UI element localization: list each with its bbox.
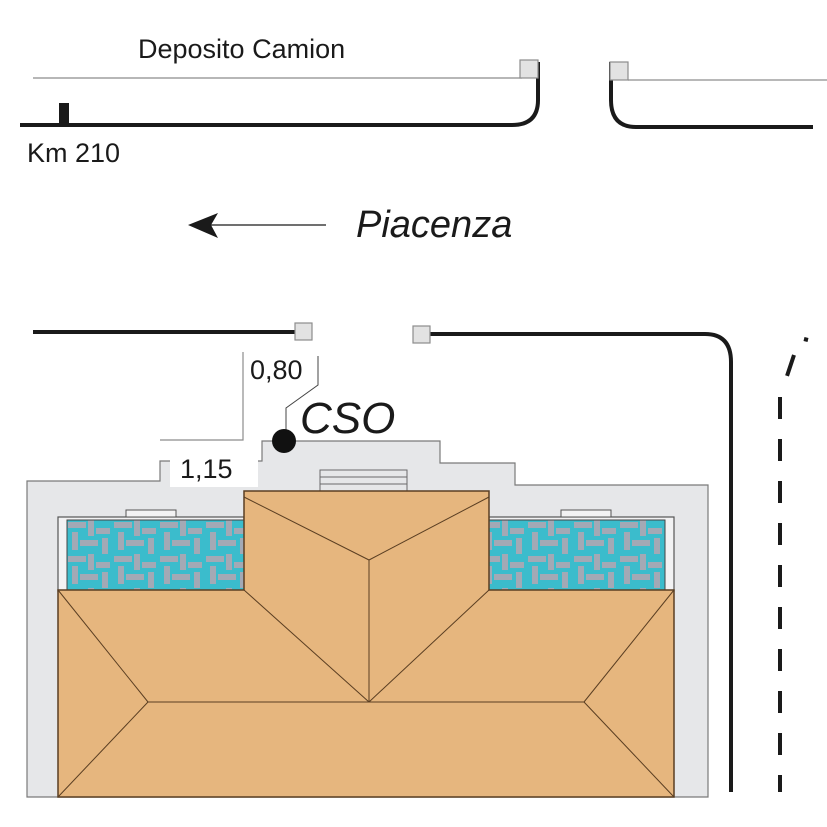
km-marker-label: Km 210 bbox=[27, 138, 120, 168]
direction-arrow bbox=[188, 213, 326, 238]
planter-left bbox=[57, 509, 245, 592]
post-marker bbox=[609, 61, 629, 81]
direction-label: Piacenza bbox=[356, 204, 512, 246]
planter-left-fill bbox=[66, 519, 245, 592]
arrow-head-icon bbox=[188, 213, 218, 238]
post-marker bbox=[412, 325, 431, 344]
entrance-steps bbox=[319, 469, 408, 492]
top-road-edge-left bbox=[20, 62, 540, 127]
dimension-side-label: 1,15 bbox=[180, 454, 233, 484]
building-roof bbox=[57, 490, 675, 798]
top-road-edge-right bbox=[609, 62, 813, 129]
post-marker bbox=[519, 59, 539, 79]
roof-ridge-lines bbox=[57, 496, 675, 798]
road-edge-right bbox=[430, 332, 733, 792]
km-marker-post bbox=[59, 103, 69, 125]
lower-road bbox=[33, 322, 809, 792]
cso-station-marker bbox=[272, 429, 296, 453]
planter-right bbox=[488, 509, 675, 592]
dimension-top-label: 0,80 bbox=[250, 355, 303, 385]
post-marker bbox=[294, 322, 313, 341]
dim-side-label-bg bbox=[170, 447, 258, 487]
lane-dashed-line bbox=[778, 337, 809, 792]
planter-right-fill bbox=[488, 519, 666, 592]
deposit-label: Deposito Camion bbox=[138, 34, 345, 64]
top-road bbox=[20, 59, 827, 129]
cso-label: CSO bbox=[300, 394, 395, 443]
